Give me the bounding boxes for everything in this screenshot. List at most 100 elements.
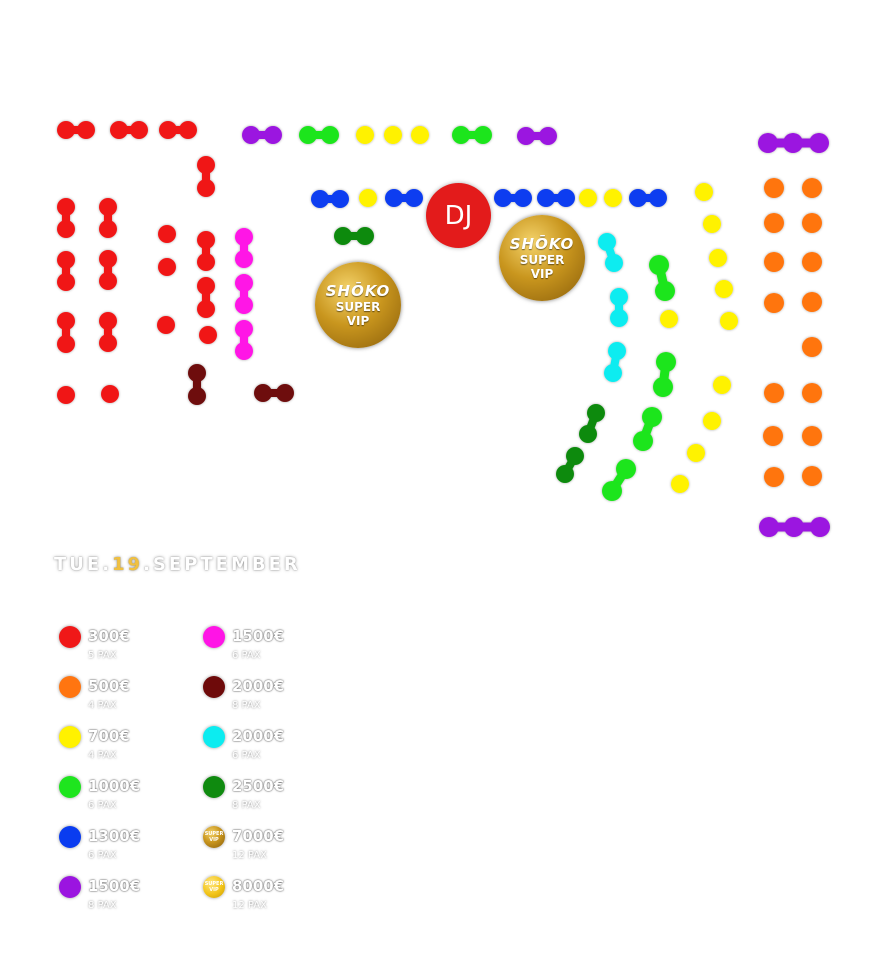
blue-table[interactable] xyxy=(629,189,667,207)
cyan-table[interactable] xyxy=(598,233,623,272)
red-seat[interactable] xyxy=(57,312,75,330)
red-seat[interactable] xyxy=(101,385,119,403)
red-table[interactable] xyxy=(197,156,215,197)
green-table[interactable] xyxy=(653,352,676,397)
green-seat[interactable] xyxy=(649,255,669,275)
red-seat[interactable] xyxy=(57,273,75,291)
green-seat[interactable] xyxy=(653,377,673,397)
blue-table[interactable] xyxy=(311,190,349,208)
red-seat[interactable] xyxy=(197,277,215,295)
maroon-seat[interactable] xyxy=(276,384,294,402)
red-table[interactable] xyxy=(99,312,117,352)
cyan-table[interactable] xyxy=(604,342,626,382)
yellow-table[interactable] xyxy=(579,189,597,207)
green-seat[interactable] xyxy=(633,431,653,451)
yellow-table[interactable] xyxy=(715,280,733,298)
darkgreen-seat[interactable] xyxy=(334,227,352,245)
blue-seat[interactable] xyxy=(514,189,532,207)
red-seat[interactable] xyxy=(99,312,117,330)
yellow-table[interactable] xyxy=(703,215,721,233)
red-table[interactable] xyxy=(159,121,197,139)
green-seat[interactable] xyxy=(474,126,492,144)
purple-seat[interactable] xyxy=(784,517,804,537)
red-seat[interactable] xyxy=(130,121,148,139)
orange-table[interactable] xyxy=(763,426,783,446)
yellow-seat[interactable] xyxy=(720,312,738,330)
green-seat[interactable] xyxy=(602,481,622,501)
purple-seat[interactable] xyxy=(758,133,778,153)
red-table[interactable] xyxy=(57,251,75,291)
darkgreen-table[interactable] xyxy=(334,227,374,245)
purple-seat[interactable] xyxy=(539,127,557,145)
red-seat[interactable] xyxy=(57,220,75,238)
orange-seat[interactable] xyxy=(764,467,784,487)
cyan-seat[interactable] xyxy=(610,309,628,327)
red-seat[interactable] xyxy=(99,334,117,352)
orange-seat[interactable] xyxy=(802,252,822,272)
cyan-seat[interactable] xyxy=(605,254,623,272)
blue-seat[interactable] xyxy=(629,189,647,207)
yellow-table[interactable] xyxy=(660,310,678,328)
orange-table[interactable] xyxy=(764,252,784,272)
red-table[interactable] xyxy=(110,121,148,139)
green-seat[interactable] xyxy=(656,352,676,372)
magenta-seat[interactable] xyxy=(235,342,253,360)
red-table[interactable] xyxy=(199,326,217,344)
cyan-seat[interactable] xyxy=(598,233,616,251)
magenta-seat[interactable] xyxy=(235,228,253,246)
darkgreen-seat[interactable] xyxy=(587,404,605,422)
blue-seat[interactable] xyxy=(649,189,667,207)
blue-table[interactable] xyxy=(385,189,423,207)
blue-seat[interactable] xyxy=(557,189,575,207)
blue-seat[interactable] xyxy=(311,190,329,208)
yellow-seat[interactable] xyxy=(671,475,689,493)
orange-seat[interactable] xyxy=(802,383,822,403)
blue-table[interactable] xyxy=(537,189,575,207)
orange-table[interactable] xyxy=(802,466,822,486)
red-seat[interactable] xyxy=(179,121,197,139)
orange-table[interactable] xyxy=(802,292,822,312)
darkgreen-table[interactable] xyxy=(579,404,605,443)
red-seat[interactable] xyxy=(99,220,117,238)
maroon-table[interactable] xyxy=(188,364,206,405)
orange-table[interactable] xyxy=(764,213,784,233)
purple-seat[interactable] xyxy=(264,126,282,144)
red-seat[interactable] xyxy=(77,121,95,139)
red-seat[interactable] xyxy=(57,198,75,216)
purple-table[interactable] xyxy=(517,127,557,145)
red-seat[interactable] xyxy=(157,316,175,334)
orange-seat[interactable] xyxy=(764,383,784,403)
orange-seat[interactable] xyxy=(764,213,784,233)
yellow-table[interactable] xyxy=(604,189,622,207)
darkgreen-seat[interactable] xyxy=(556,465,574,483)
orange-seat[interactable] xyxy=(764,178,784,198)
yellow-seat[interactable] xyxy=(695,183,713,201)
orange-seat[interactable] xyxy=(764,252,784,272)
yellow-table[interactable] xyxy=(359,189,377,207)
blue-seat[interactable] xyxy=(537,189,555,207)
blue-table[interactable] xyxy=(494,189,532,207)
magenta-seat[interactable] xyxy=(235,320,253,338)
yellow-seat[interactable] xyxy=(356,126,374,144)
green-seat[interactable] xyxy=(642,407,662,427)
red-table[interactable] xyxy=(158,225,176,243)
green-seat[interactable] xyxy=(452,126,470,144)
red-table[interactable] xyxy=(57,198,75,238)
orange-table[interactable] xyxy=(802,213,822,233)
red-table[interactable] xyxy=(57,121,95,139)
green-seat[interactable] xyxy=(616,459,636,479)
red-table[interactable] xyxy=(57,386,75,404)
red-seat[interactable] xyxy=(197,179,215,197)
red-seat[interactable] xyxy=(57,335,75,353)
red-seat[interactable] xyxy=(99,198,117,216)
orange-table[interactable] xyxy=(764,293,784,313)
red-table[interactable] xyxy=(197,231,215,271)
yellow-seat[interactable] xyxy=(604,189,622,207)
purple-seat[interactable] xyxy=(759,517,779,537)
red-seat[interactable] xyxy=(158,258,176,276)
orange-table[interactable] xyxy=(764,178,784,198)
yellow-seat[interactable] xyxy=(703,215,721,233)
red-seat[interactable] xyxy=(158,225,176,243)
red-seat[interactable] xyxy=(159,121,177,139)
red-seat[interactable] xyxy=(197,253,215,271)
